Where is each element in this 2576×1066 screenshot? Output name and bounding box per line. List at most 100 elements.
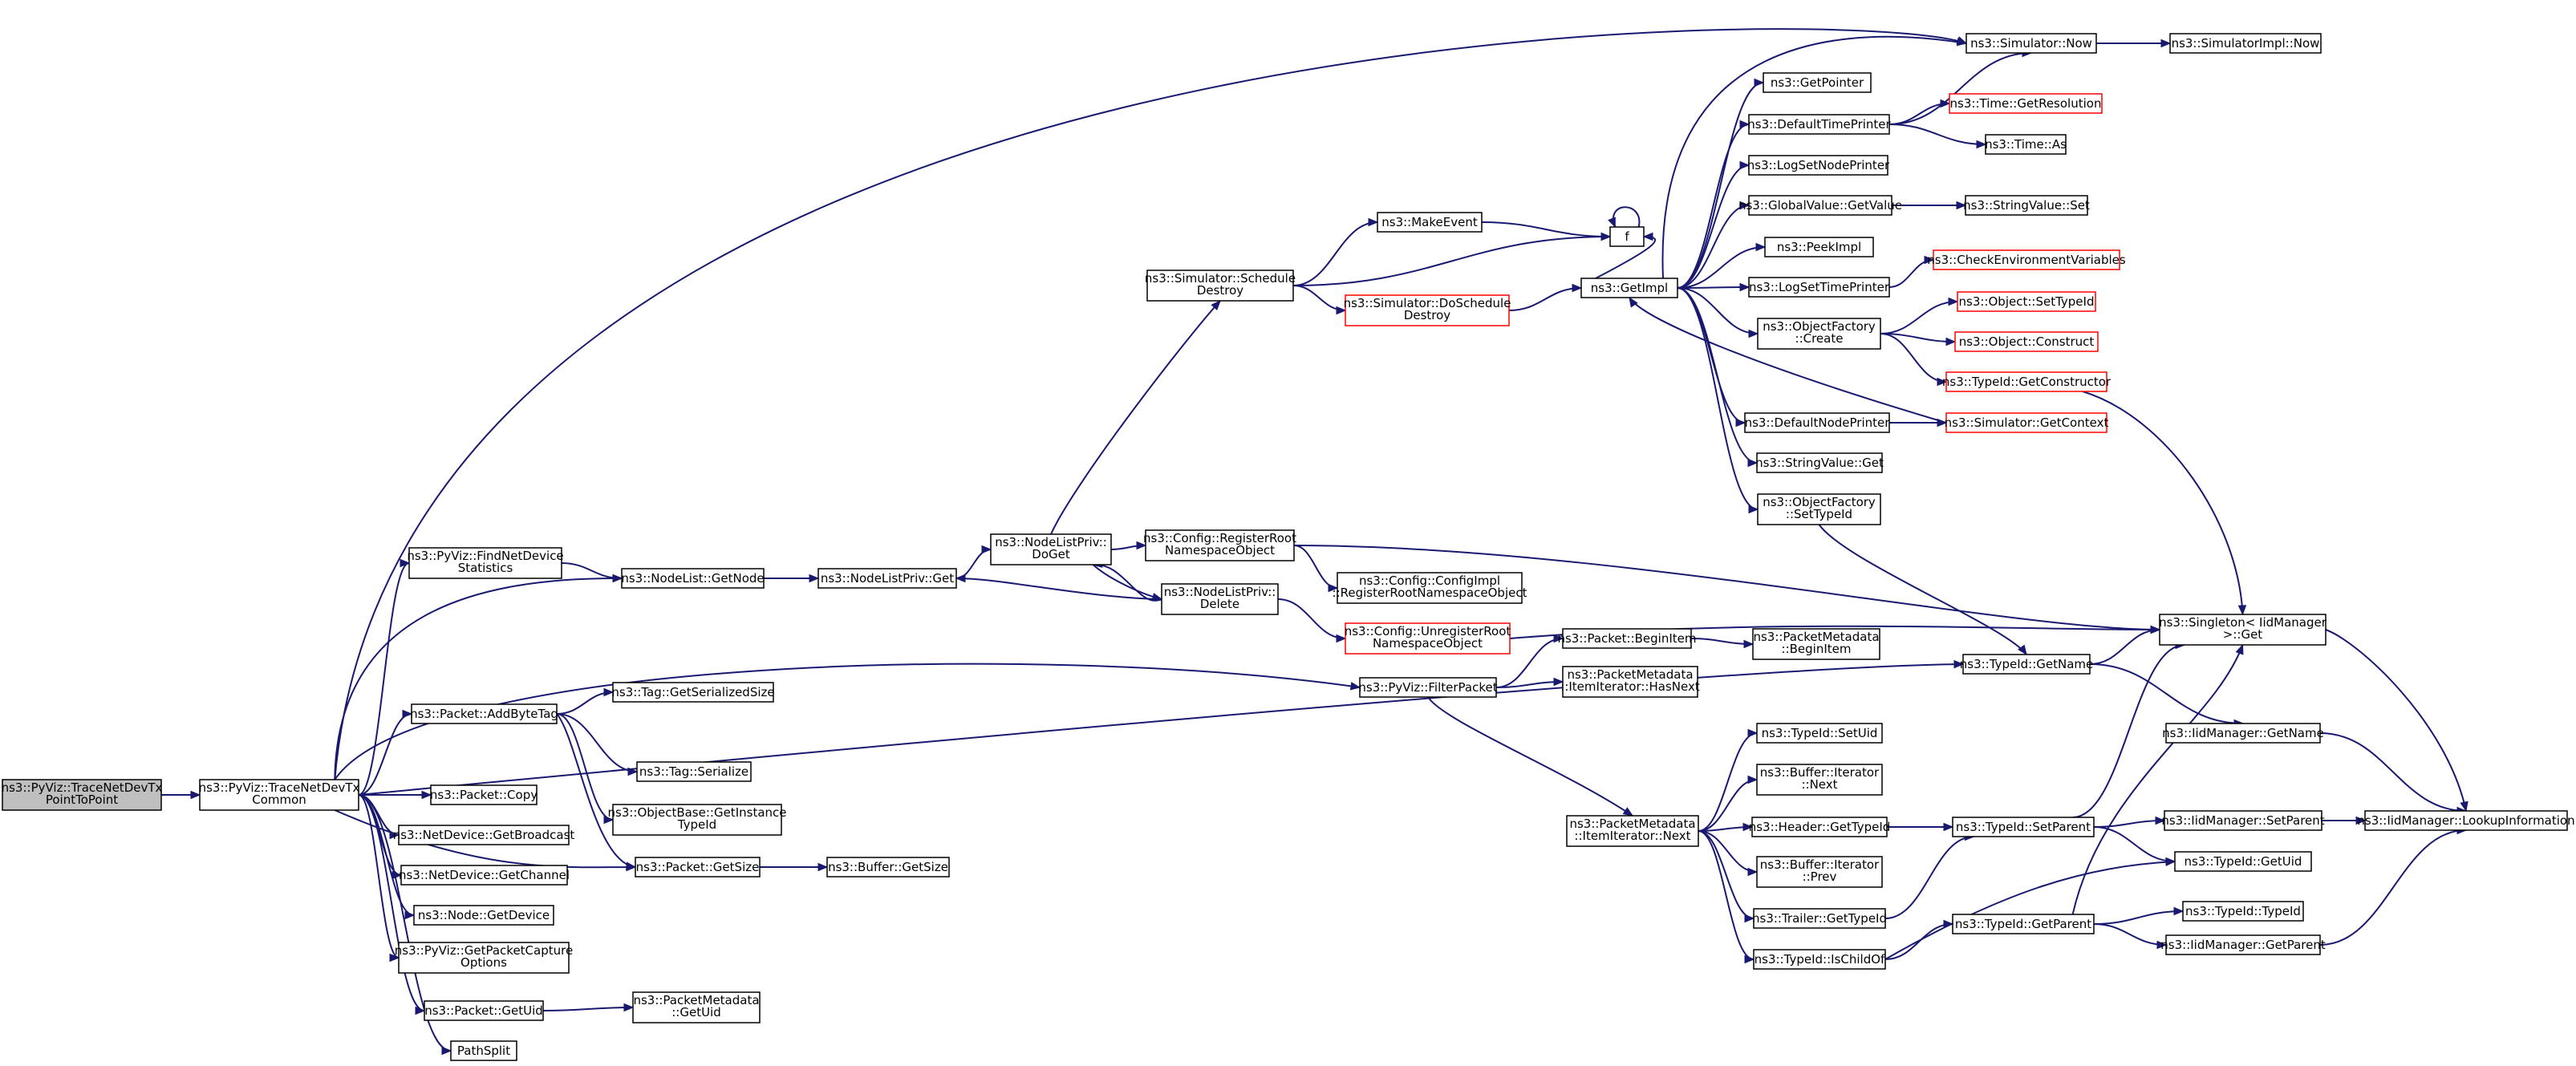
- node-path-split[interactable]: PathSplit: [450, 1040, 517, 1061]
- call-edge: [2089, 663, 2244, 724]
- node-label: ns3::TypeId::GetParent: [1955, 917, 2091, 931]
- node-typeid-getuid[interactable]: ns3::TypeId::GetUid: [2174, 851, 2312, 872]
- call-edge: [358, 663, 1964, 796]
- node-box: [400, 865, 568, 886]
- node-get-impl[interactable]: ns3::GetImpl: [1580, 278, 1678, 298]
- node-log-set-time-printer[interactable]: ns3::LogSetTimePrinter: [1748, 277, 1890, 298]
- call-edge: [1884, 861, 2176, 960]
- node-default-time-printer[interactable]: ns3::DefaultTimePrinter: [1747, 114, 1892, 135]
- edge-arrowhead: [2235, 643, 2244, 655]
- node-cfg-unregister[interactable]: ns3::Config::UnregisterRootNamespaceObje…: [1345, 622, 1511, 655]
- node-simimpl-now[interactable]: ns3::SimulatorImpl::Now: [2169, 33, 2322, 54]
- node-object-construct[interactable]: ns3::Object::Construct: [1954, 331, 2099, 352]
- call-edge: [1629, 297, 1947, 424]
- node-label: >::Get: [2223, 627, 2263, 642]
- node-iid-lookup[interactable]: ns3::IidManager::LookupInformation: [2357, 810, 2575, 831]
- node-tag-serialize[interactable]: ns3::Tag::Serialize: [636, 761, 752, 782]
- node-nodelist-get-node[interactable]: ns3::NodeList::GetNode: [621, 568, 765, 589]
- edge-arrowhead: [817, 862, 829, 872]
- node-box: [411, 703, 558, 724]
- node-pkt-begin-item[interactable]: ns3::Packet::BeginItem: [1557, 628, 1697, 649]
- node-time-as[interactable]: ns3::Time::As: [1985, 134, 2067, 155]
- node-box: [1962, 654, 2091, 675]
- node-typeid-getparent[interactable]: ns3::TypeId::GetParent: [1952, 914, 2095, 934]
- node-trailer-gettypeid[interactable]: ns3::Trailer::GetTypeId: [1752, 908, 1887, 929]
- node-sim-get-context[interactable]: ns3::Simulator::GetContext: [1945, 412, 2109, 433]
- node-nlp-delete[interactable]: ns3::NodeListPriv::Delete: [1161, 583, 1279, 615]
- node-typeid-ischildof[interactable]: ns3::TypeId::IsChildOf: [1753, 949, 1886, 970]
- node-f[interactable]: f: [1609, 226, 1645, 247]
- node-cfg-register[interactable]: ns3::Config::RegisterRootNamespaceObject: [1143, 529, 1296, 561]
- node-stringvalue-set[interactable]: ns3::StringValue::Set: [1963, 195, 2090, 216]
- call-edge: [1277, 598, 1346, 639]
- node-iid-getparent[interactable]: ns3::IidManager::GetParent: [2160, 934, 2326, 955]
- node-iid-setparent[interactable]: ns3::IidManager::SetParent: [2161, 810, 2325, 831]
- node-meta-iter-next[interactable]: ns3::PacketMetadata::ItemIterator::Next: [1566, 815, 1699, 847]
- node-box: [1562, 628, 1692, 649]
- call-edge: [2089, 629, 2160, 665]
- node-sim-now[interactable]: ns3::Simulator::Now: [1965, 33, 2097, 54]
- node-typeid-setparent[interactable]: ns3::TypeId::SetParent: [1952, 817, 2095, 837]
- node-box: [398, 942, 570, 974]
- node-label: ns3::NodeListPriv::: [995, 535, 1107, 549]
- node-label: ::Next: [1801, 777, 1837, 792]
- node-nlp-doget[interactable]: ns3::NodeListPriv::DoGet: [990, 533, 1112, 565]
- node-box: [1748, 277, 1890, 298]
- node-meta-begin-item[interactable]: ns3::PacketMetadata::BeginItem: [1752, 628, 1880, 660]
- node-nlp-get[interactable]: ns3::NodeListPriv::Get: [817, 568, 957, 589]
- node-buf-iter-next[interactable]: ns3::Buffer::Iterator::Next: [1756, 764, 1883, 796]
- node-get-channel[interactable]: ns3::NetDevice::GetChannel: [399, 865, 570, 886]
- node-typeid-getname[interactable]: ns3::TypeId::GetName: [1960, 654, 2093, 675]
- node-label: ns3::PacketMetadata: [633, 993, 759, 1007]
- node-peek-impl[interactable]: ns3::PeekImpl: [1764, 237, 1874, 257]
- edge-arrowhead: [1754, 78, 1765, 87]
- node-meta-iter-hasnext[interactable]: ns3::PacketMetadata::ItemIterator::HasNe…: [1560, 666, 1700, 698]
- node-log-set-node-printer[interactable]: ns3::LogSetNodePrinter: [1747, 155, 1890, 176]
- node-typeid-typeid[interactable]: ns3::TypeId::TypeId: [2182, 901, 2304, 922]
- node-typeid-setuid[interactable]: ns3::TypeId::SetUid: [1756, 723, 1883, 744]
- node-typeid-get-constructor[interactable]: ns3::TypeId::GetConstructor: [1942, 371, 2112, 392]
- node-global-get-value[interactable]: ns3::GlobalValue::GetValue: [1738, 195, 1902, 216]
- node-label: ns3::NodeList::GetNode: [621, 571, 764, 586]
- node-label: ns3::Config::UnregisterRoot: [1345, 624, 1511, 638]
- node-tag-ser-size[interactable]: ns3::Tag::GetSerializedSize: [611, 682, 775, 703]
- node-get-broadcast[interactable]: ns3::NetDevice::GetBroadcast: [393, 825, 575, 845]
- node-node-get-device[interactable]: ns3::Node::GetDevice: [413, 905, 554, 926]
- node-box: [1756, 452, 1883, 473]
- node-label: ns3::Trailer::GetTypeId: [1752, 911, 1887, 926]
- node-pkt-get-uid[interactable]: ns3::Packet::GetUid: [424, 1000, 544, 1021]
- node-label: ns3::Buffer::GetSize: [828, 860, 948, 874]
- node-pkt-copy[interactable]: ns3::Packet::Copy: [430, 784, 538, 805]
- node-check-env-vars[interactable]: ns3::CheckEnvironmentVariables: [1927, 249, 2126, 270]
- node-get-pointer[interactable]: ns3::GetPointer: [1763, 72, 1872, 93]
- node-objfactory-create[interactable]: ns3::ObjectFactory::Create: [1757, 318, 1881, 350]
- node-objfactory-settypeid[interactable]: ns3::ObjectFactory::SetTypeId: [1757, 493, 1881, 525]
- node-add-byte-tag[interactable]: ns3::Packet::AddByteTag: [410, 703, 558, 724]
- call-edge: [556, 713, 636, 868]
- node-cfg-impl-register[interactable]: ns3::Config::ConfigImpl::RegisterRootNam…: [1333, 572, 1527, 604]
- node-box: [1945, 412, 2107, 433]
- node-buf-iter-prev[interactable]: ns3::Buffer::Iterator::Prev: [1756, 856, 1883, 888]
- node-stringvalue-get[interactable]: ns3::StringValue::Get: [1755, 452, 1884, 473]
- node-default-node-printer[interactable]: ns3::DefaultNodePrinter: [1744, 412, 1891, 433]
- node-singleton-get[interactable]: ns3::Singleton< IidManager>::Get: [2159, 614, 2327, 646]
- node-make-event[interactable]: ns3::MakeEvent: [1377, 212, 1483, 233]
- node-label: ns3::GetPointer: [1771, 75, 1864, 90]
- node-pkt-get-size[interactable]: ns3::Packet::GetSize: [635, 857, 761, 878]
- node-meta-get-uid[interactable]: ns3::PacketMetadata::GetUid: [632, 991, 761, 1023]
- node-time-get-resolution[interactable]: ns3::Time::GetResolution: [1949, 93, 2103, 114]
- node-box: [1566, 815, 1699, 847]
- node-object-settypeid[interactable]: ns3::Object::SetTypeId: [1957, 291, 2096, 312]
- node-box: [2, 779, 162, 811]
- node-buf-get-size[interactable]: ns3::Buffer::GetSize: [826, 857, 950, 878]
- node-header-gettypeid[interactable]: ns3::Header::GetTypeId: [1749, 817, 1891, 837]
- node-pyviz-filter[interactable]: ns3::PyViz::FilterPacket: [1358, 677, 1498, 698]
- node-iid-getname[interactable]: ns3::IidManager::GetName: [2162, 723, 2324, 744]
